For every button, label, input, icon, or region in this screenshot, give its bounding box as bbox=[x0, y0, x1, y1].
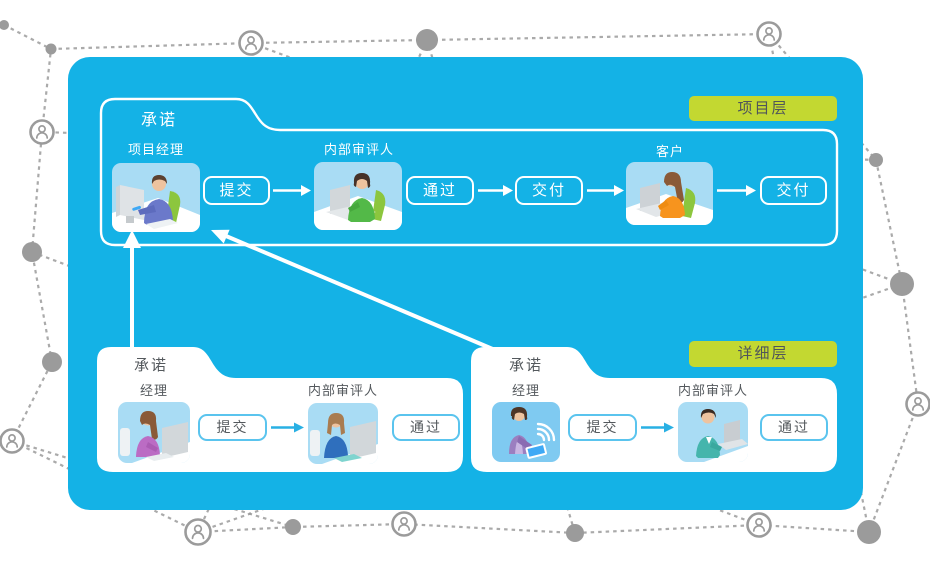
flow-arrow-blue bbox=[641, 422, 674, 433]
action-deliver-2: 交付 bbox=[760, 176, 827, 205]
flow-arrow bbox=[587, 185, 624, 196]
project-layer-badge: 项目层 bbox=[689, 96, 837, 121]
network-nodes bbox=[0, 20, 930, 546]
tablet bbox=[525, 443, 547, 459]
person-node-icon bbox=[905, 391, 930, 417]
wifi-icon bbox=[536, 422, 556, 442]
action-submit-project: 提交 bbox=[203, 176, 270, 205]
arrow-left-panel-to-project bbox=[123, 230, 141, 348]
action-pass-left: 通过 bbox=[392, 414, 460, 441]
action-submit-left: 提交 bbox=[198, 414, 267, 441]
flow-arrow bbox=[717, 185, 756, 196]
detail-left-tab-label: 承诺 bbox=[134, 357, 169, 374]
person-node-icon bbox=[238, 30, 264, 56]
role-label-manager-right: 经理 bbox=[511, 383, 540, 398]
reviewer-right-illustration bbox=[678, 402, 748, 462]
flow-arrow-blue bbox=[271, 422, 304, 433]
action-pass-right: 通过 bbox=[760, 414, 828, 441]
project-manager-illustration bbox=[112, 163, 200, 232]
person-node-icon bbox=[746, 512, 772, 538]
person-node-icon bbox=[756, 21, 782, 47]
action-pass-project: 通过 bbox=[406, 176, 474, 205]
flow-arrow bbox=[273, 185, 311, 196]
manager-left-illustration bbox=[118, 402, 190, 463]
person-node-icon bbox=[184, 518, 212, 546]
manager-right-illustration bbox=[492, 402, 560, 462]
flow-arrow bbox=[478, 185, 513, 196]
detail-right-tab-label: 承诺 bbox=[509, 357, 544, 374]
role-label-internal-reviewer: 内部审评人 bbox=[323, 142, 394, 157]
role-label-project-manager: 项目经理 bbox=[127, 142, 184, 157]
role-label-manager-left: 经理 bbox=[139, 383, 168, 398]
action-submit-right: 提交 bbox=[568, 414, 637, 441]
reviewer-left-illustration bbox=[308, 403, 378, 464]
internal-reviewer-illustration bbox=[314, 162, 402, 230]
person-node-icon bbox=[29, 119, 55, 145]
role-label-customer: 客户 bbox=[655, 144, 684, 159]
project-folder-tab-label: 承诺 bbox=[141, 112, 178, 129]
person-node-icon bbox=[391, 511, 417, 537]
role-label-reviewer-right: 内部审评人 bbox=[677, 383, 748, 398]
action-deliver-1: 交付 bbox=[515, 176, 583, 205]
project-folder-outline bbox=[99, 97, 839, 247]
role-label-reviewer-left: 内部审评人 bbox=[307, 383, 378, 398]
person-node-icon bbox=[0, 428, 25, 454]
detail-layer-badge: 详细层 bbox=[689, 341, 837, 367]
arrow-right-panel-to-project bbox=[211, 229, 496, 352]
customer-illustration bbox=[626, 162, 713, 225]
